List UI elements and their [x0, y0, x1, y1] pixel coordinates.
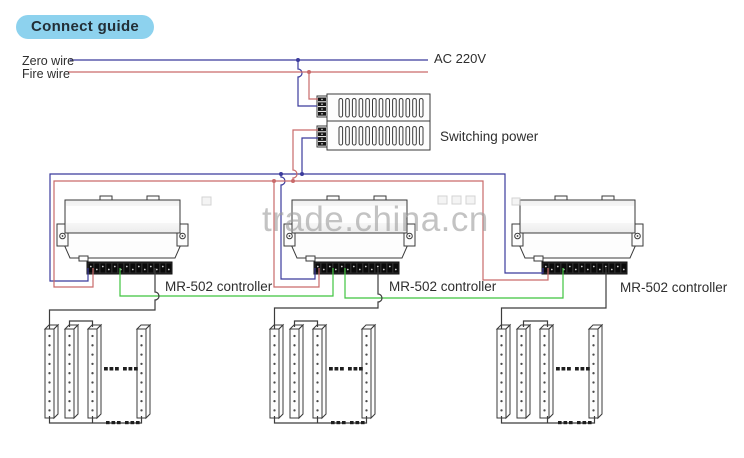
data-wire-green	[119, 268, 564, 299]
reader-group-2	[269, 324, 376, 419]
power-vent-slots	[338, 98, 424, 146]
badge-label: Connect guide	[31, 18, 140, 35]
reader-leds	[48, 334, 595, 412]
controller-3	[511, 195, 644, 262]
fire-wire-red	[53, 71, 549, 288]
controllers	[56, 195, 644, 275]
power-terminal-blocks	[318, 97, 326, 146]
junction-dots-red	[272, 70, 311, 183]
reader-groups	[44, 324, 603, 419]
reader-group-3	[496, 324, 603, 419]
connect-guide-badge: Connect guide	[16, 15, 155, 39]
reader-wire-dark	[48, 268, 607, 424]
fire-wire-label: Fire wire	[22, 67, 70, 81]
watermark-text: trade.china.cn	[262, 200, 489, 239]
controller-2-label: MR-502 controller	[389, 279, 497, 294]
controller-1	[56, 195, 189, 262]
controller-3-label: MR-502 controller	[620, 280, 728, 295]
ac-power-label: AC 220V	[434, 51, 486, 66]
watermark: trade.china.cn	[201, 195, 521, 239]
zero-wire-blue	[49, 59, 544, 282]
junction-dots-blue	[279, 58, 304, 176]
switching-power-unit	[316, 93, 431, 151]
zero-wire-label: Zero wire	[22, 54, 74, 68]
controller-1-label: MR-502 controller	[165, 279, 273, 294]
reader-group-1	[44, 324, 151, 419]
controller-terminal-strips	[86, 261, 628, 275]
switching-power-label: Switching power	[440, 129, 539, 144]
continuation-ellipsis	[104, 367, 592, 425]
